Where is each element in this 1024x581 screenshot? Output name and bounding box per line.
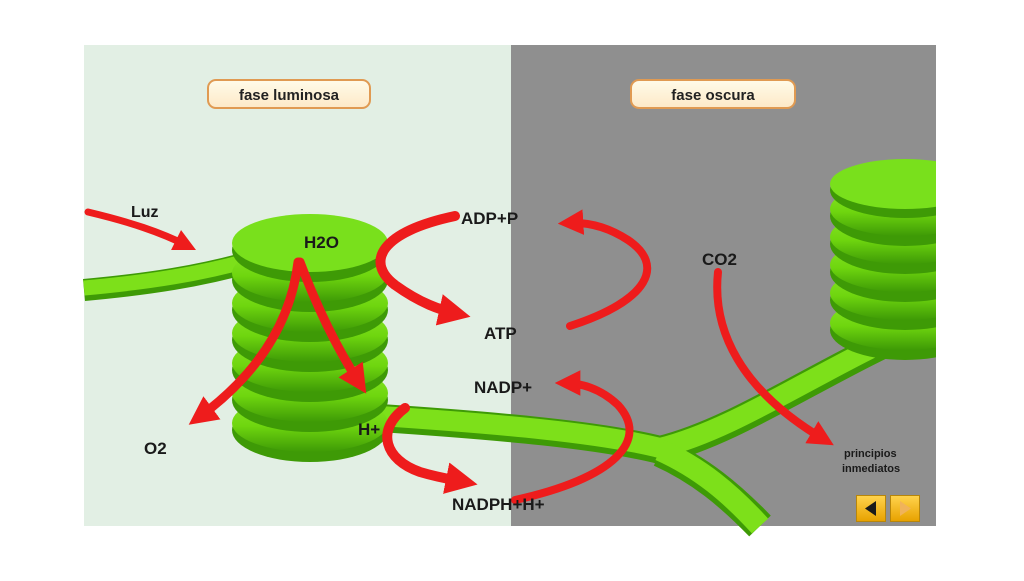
light-phase-label: fase luminosa (207, 79, 371, 109)
oxygen-label: O2 (144, 439, 167, 458)
arrow-adp-to-atp (375, 211, 471, 326)
reaction-arrows (84, 208, 834, 504)
atp-label: ATP (484, 324, 517, 343)
adp-label: ADP+P (461, 209, 518, 228)
products-label-line2: inmediatos (842, 463, 900, 475)
arrow-water-to-proton (295, 257, 367, 394)
arrow-nadp-to-nadph (382, 403, 478, 494)
next-button[interactable] (890, 495, 920, 522)
nadph-label: NADPH+H+ (452, 495, 545, 514)
arrow-dark-to-adp (557, 209, 652, 330)
arrow-water-to-oxygen (188, 257, 303, 425)
stroma-lamella (83, 251, 942, 537)
nadp-label: NADP+ (474, 378, 532, 397)
co2-label: CO2 (702, 250, 737, 269)
arrow-dark-to-nadp (511, 370, 634, 504)
light-label: Luz (131, 204, 159, 221)
prev-button[interactable] (856, 495, 886, 522)
dark-phase-label: fase oscura (630, 79, 796, 109)
triangle-right-icon (900, 501, 911, 516)
water-label: H2O (304, 233, 339, 252)
proton-label: H+ (358, 420, 380, 439)
products-label-line1: principios (844, 448, 897, 460)
arrow-light-in (84, 208, 197, 251)
triangle-left-icon (865, 501, 876, 516)
arrow-co2-to-products (713, 268, 834, 446)
